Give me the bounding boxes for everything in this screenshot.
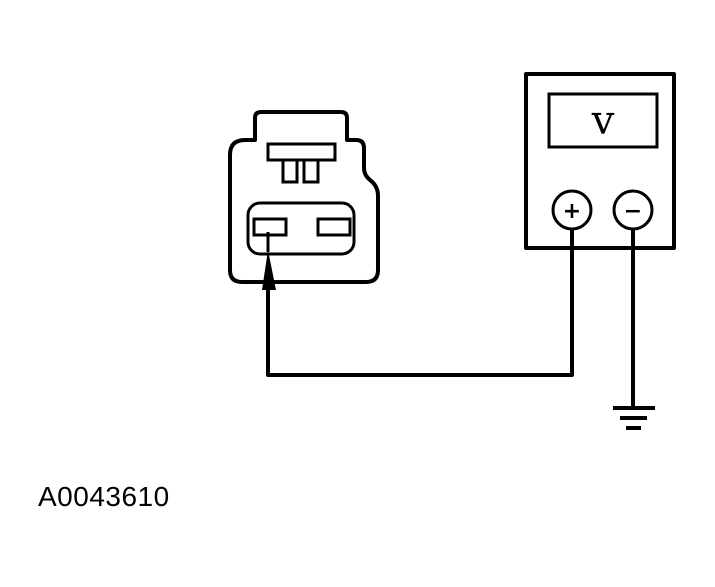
test-probe (262, 232, 276, 290)
latch-tab-left (281, 160, 299, 184)
positive-terminal-label: + (563, 199, 581, 224)
latch-tab-right (302, 160, 320, 184)
voltmeter-case (524, 72, 676, 250)
terminal-slot-left (252, 217, 288, 237)
voltmeter-display-label: v (591, 98, 615, 144)
voltmeter: v + − (524, 72, 676, 250)
figure-id: A0043610 (38, 481, 170, 512)
probe-tip (262, 250, 276, 290)
positive-lead-wire (266, 228, 574, 377)
electrical-connector (228, 110, 380, 284)
connector-body (228, 110, 380, 284)
connector-latch (266, 142, 337, 162)
connector-cavity (246, 201, 356, 256)
voltmeter-display (547, 92, 659, 149)
ground-symbol (613, 406, 655, 430)
negative-terminal-label: − (624, 199, 642, 224)
positive-terminal (551, 189, 593, 231)
terminal-slot-right (316, 217, 352, 237)
